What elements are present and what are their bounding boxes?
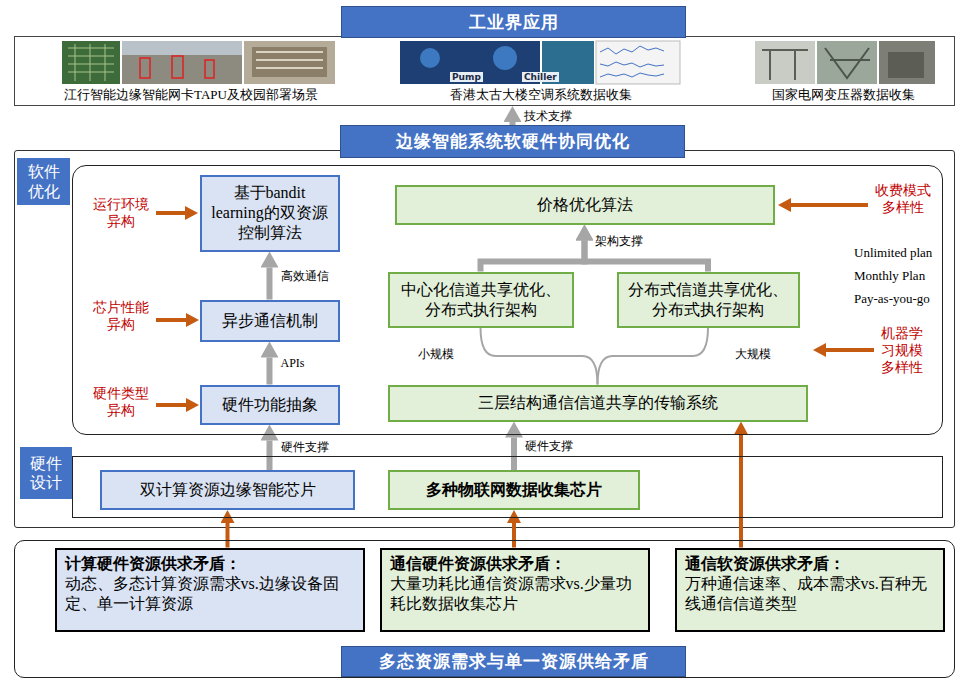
edge-label: 高效通信 xyxy=(279,269,331,283)
edge-label: 硬件支撑 xyxy=(279,440,331,454)
section-band: 多态资源需求与单一资源供给矛盾 xyxy=(341,646,686,677)
box-label: 异步通信机制 xyxy=(208,311,332,331)
software-panel: 软件优化基于bandit learning的双资源控制算法价格优化算法异步通信机… xyxy=(72,165,943,435)
conflict-box: 通信硬件资源供求矛盾：大量功耗比通信资源需求vs.少量功耗比数据收集芯片 xyxy=(380,548,650,632)
connector-arrow xyxy=(512,523,516,548)
connector-arrow xyxy=(511,438,517,471)
substation-photos xyxy=(755,41,935,84)
box-label: 多种物联网数据收集芯片 xyxy=(396,480,632,500)
band-title: 边缘智能系统软硬件协同优化 xyxy=(396,130,630,153)
hardware-panel: 硬件设计双计算资源边缘智能芯片多种物联网数据收集芯片 xyxy=(72,456,943,518)
box-body: 动态、多态计算资源需求vs.边缘设备固定、单一计算资源 xyxy=(65,574,355,614)
conflict-box: 通信软资源供求矛盾：万种通信速率、成本需求vs.百种无线通信信道类型 xyxy=(675,548,945,632)
edge-label: 硬件支撑 xyxy=(523,439,575,453)
connector-arrow xyxy=(267,358,273,385)
edge-label: APIs xyxy=(279,356,307,370)
box-heading: 计算硬件资源供求矛盾： xyxy=(65,554,355,574)
hvac-photos xyxy=(400,41,680,84)
brace-line xyxy=(598,328,709,385)
conflict-panel: 多态资源需求与单一资源供给矛盾 计算硬件资源供求矛盾：动态、多态计算资源需求vs.… xyxy=(14,540,955,678)
brace-line xyxy=(481,328,598,385)
image-label: Pump xyxy=(450,72,483,82)
chip-box: 双计算资源边缘智能芯片 xyxy=(100,470,355,510)
process-box: 硬件功能抽象 xyxy=(200,385,340,425)
box-heading: 通信软资源供求矛盾： xyxy=(685,554,935,574)
tab-label: 软件优化 xyxy=(28,162,60,200)
title-band: 边缘智能系统软硬件协同优化 xyxy=(340,125,685,158)
connector-arrow xyxy=(739,435,743,548)
plan-name: Monthly Plan xyxy=(854,268,925,284)
process-box: 三层结构通信信道共享的传输系统 xyxy=(388,385,808,422)
section-band: 工业界应用 xyxy=(341,6,686,38)
image-label: Chiller xyxy=(522,72,559,82)
image-caption: 香港太古大楼空调系统数据收集 xyxy=(391,87,691,103)
annotation: 芯片性能异构 xyxy=(92,300,150,334)
annotation: 收费模式多样性 xyxy=(874,183,932,217)
plan-name: Pay-as-you-go xyxy=(854,291,930,307)
annotation: 运行环境异构 xyxy=(92,197,150,231)
box-label: 价格优化算法 xyxy=(403,195,767,215)
box-label: 中心化信道共享优化、分布式执行架构 xyxy=(396,280,566,320)
edge-label: 大规模 xyxy=(733,347,773,361)
leader-arrow xyxy=(791,203,868,207)
box-label: 三层结构通信信道共享的传输系统 xyxy=(396,393,800,413)
edge-label: 小规模 xyxy=(416,347,456,361)
campus-photos xyxy=(62,41,335,84)
image-caption: 国家电网变压器数据收集 xyxy=(731,87,956,103)
plan-name: Unlimited plan xyxy=(854,245,932,261)
box-label: 硬件功能抽象 xyxy=(208,395,332,415)
application-panel: 工业界应用江行智能边缘智能网卡TAPU及校园部署场景香港太古大楼空调系统数据收集… xyxy=(14,36,955,106)
leader-arrow xyxy=(156,318,186,322)
leader-arrow xyxy=(156,403,186,407)
process-box: 异步通信机制 xyxy=(200,300,340,342)
image-caption: 江行智能边缘智能网卡TAPU及校园部署场景 xyxy=(41,87,341,103)
side-tab: 硬件设计 xyxy=(20,447,72,499)
edge-label: 技术支撑 xyxy=(522,109,574,123)
edge-label: 架构支撑 xyxy=(593,234,645,248)
box-body: 大量功耗比通信资源需求vs.少量功耗比数据收集芯片 xyxy=(390,574,640,614)
connector-arrow xyxy=(226,523,230,548)
process-box: 中心化信道共享优化、分布式执行架构 xyxy=(388,272,574,328)
connector-arrow xyxy=(481,241,585,272)
box-label: 基于bandit learning的双资源控制算法 xyxy=(208,183,332,243)
connector-arrow xyxy=(267,268,273,300)
box-heading: 通信硬件资源供求矛盾： xyxy=(390,554,640,574)
box-label: 双计算资源边缘智能芯片 xyxy=(108,480,347,500)
process-box: 基于bandit learning的双资源控制算法 xyxy=(200,175,340,252)
conflict-box: 计算硬件资源供求矛盾：动态、多态计算资源需求vs.边缘设备固定、单一计算资源 xyxy=(55,548,365,632)
annotation: 硬件类型异构 xyxy=(92,386,150,420)
chip-box: 多种物联网数据收集芯片 xyxy=(388,470,640,510)
side-tab: 软件优化 xyxy=(17,158,70,205)
process-box: 价格优化算法 xyxy=(395,185,775,225)
annotation: 机器学习规模多样性 xyxy=(880,326,924,376)
process-box: 分布式信道共享优化、分布式执行架构 xyxy=(617,272,800,328)
leader-arrow xyxy=(826,348,874,352)
box-label: 分布式信道共享优化、分布式执行架构 xyxy=(625,280,792,320)
leader-arrow xyxy=(156,211,185,215)
tab-label: 硬件设计 xyxy=(30,454,62,492)
box-body: 万种通信速率、成本需求vs.百种无线通信信道类型 xyxy=(685,574,935,614)
